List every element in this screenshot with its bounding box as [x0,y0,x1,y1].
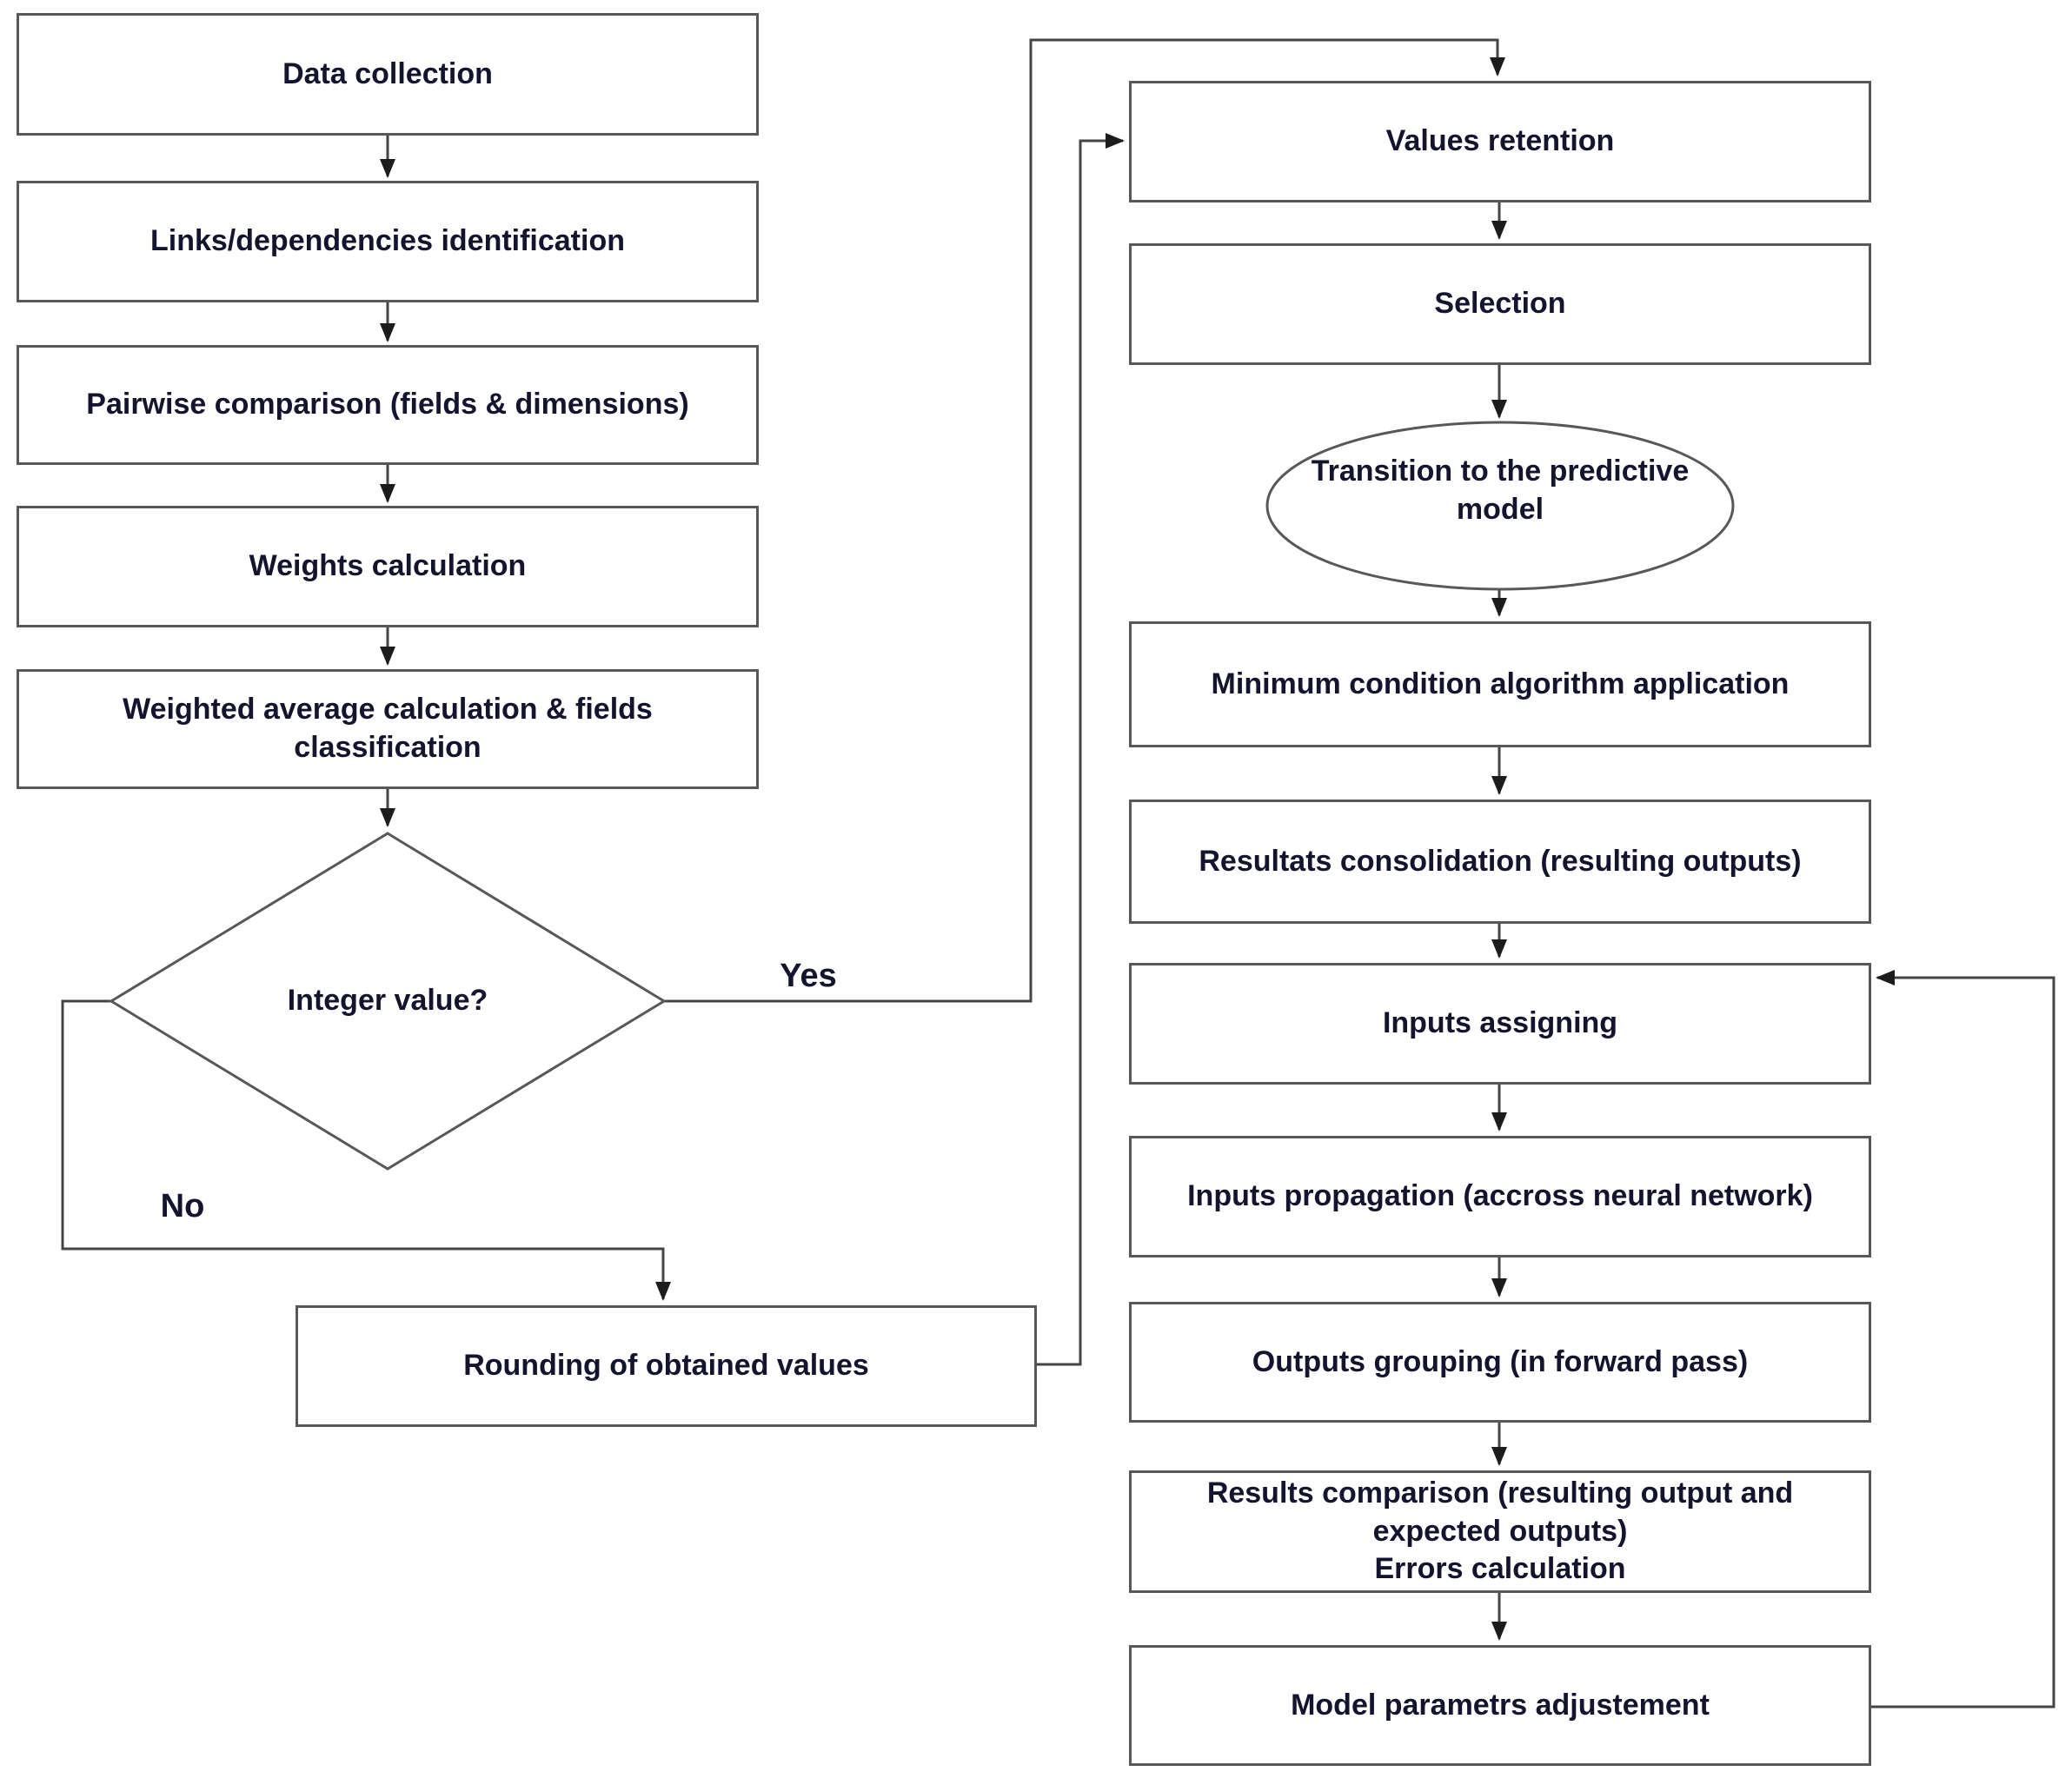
terminator-ellipse-shape [1265,421,1735,591]
node-inputs-propagation: Inputs propagation (accross neural netwo… [1129,1136,1871,1257]
node-pairwise-comparison-label: Pairwise comparison (fields & dimensions… [86,388,689,421]
node-values-retention: Values retention [1129,81,1871,202]
edge-rounding-valuesretention [1037,133,1125,1366]
node-selection: Selection [1129,243,1871,365]
node-inputs-assigning-label: Inputs assigning [1382,1006,1618,1040]
node-weighted-average-classification: Weighted average calculation & fields cl… [17,669,759,789]
node-transition-predictive-model: Transition to the predictive model [1292,435,1709,547]
edge-no-branch [61,999,671,1301]
edge-label-no: No [130,1184,235,1228]
node-model-parametrs-label: Model parametrs adjustement [1291,1688,1710,1722]
node-decision-integer-value-label: Integer value? [287,984,488,1018]
node-results-comparison: Results comparison (resulting output and… [1129,1470,1871,1593]
node-resultats-consolidation: Resultats consolidation (resulting outpu… [1129,800,1871,924]
node-rounding-obtained-values: Rounding of obtained values [296,1305,1037,1427]
node-data-collection-label: Data collection [282,56,493,90]
node-transition-label: Transition to the predictive model [1311,455,1690,526]
node-pairwise-comparison: Pairwise comparison (fields & dimensions… [17,345,759,465]
edge-modelparams-inputsassigning-loop [1871,970,2055,1709]
edge-label-yes: Yes [747,954,869,998]
node-rounding-label: Rounding of obtained values [463,1349,869,1383]
node-inputs-assigning: Inputs assigning [1129,963,1871,1085]
node-weights-calculation-label: Weights calculation [249,549,527,583]
edge-label-no-text: No [160,1187,205,1224]
node-data-collection: Data collection [17,13,759,136]
edge-yes-branch [664,38,1505,1003]
node-model-parametrs-adjustement: Model parametrs adjustement [1129,1645,1871,1766]
edge-label-yes-text: Yes [780,957,837,994]
node-resultats-consolidation-label: Resultats consolidation (resulting outpu… [1199,844,1802,878]
node-minimum-condition-algorithm: Minimum condition algorithm application [1129,621,1871,747]
node-links-dependencies-label: Links/dependencies identification [150,224,625,258]
decision-diamond-shape [109,832,667,1171]
node-results-comparison-label: Results comparison (resulting output and… [1206,1476,1794,1586]
node-selection-label: Selection [1434,287,1566,321]
node-decision-integer-value: Integer value? [214,949,561,1053]
node-outputs-grouping-label: Outputs grouping (in forward pass) [1252,1344,1749,1378]
node-outputs-grouping: Outputs grouping (in forward pass) [1129,1302,1871,1423]
node-values-retention-label: Values retention [1385,124,1615,158]
node-links-dependencies-identification: Links/dependencies identification [17,181,759,302]
node-minimum-condition-label: Minimum condition algorithm application [1211,667,1790,700]
node-inputs-propagation-label: Inputs propagation (accross neural netwo… [1187,1179,1813,1213]
node-weights-calculation: Weights calculation [17,506,759,627]
node-weighted-average-label: Weighted average calculation & fields cl… [123,693,653,764]
